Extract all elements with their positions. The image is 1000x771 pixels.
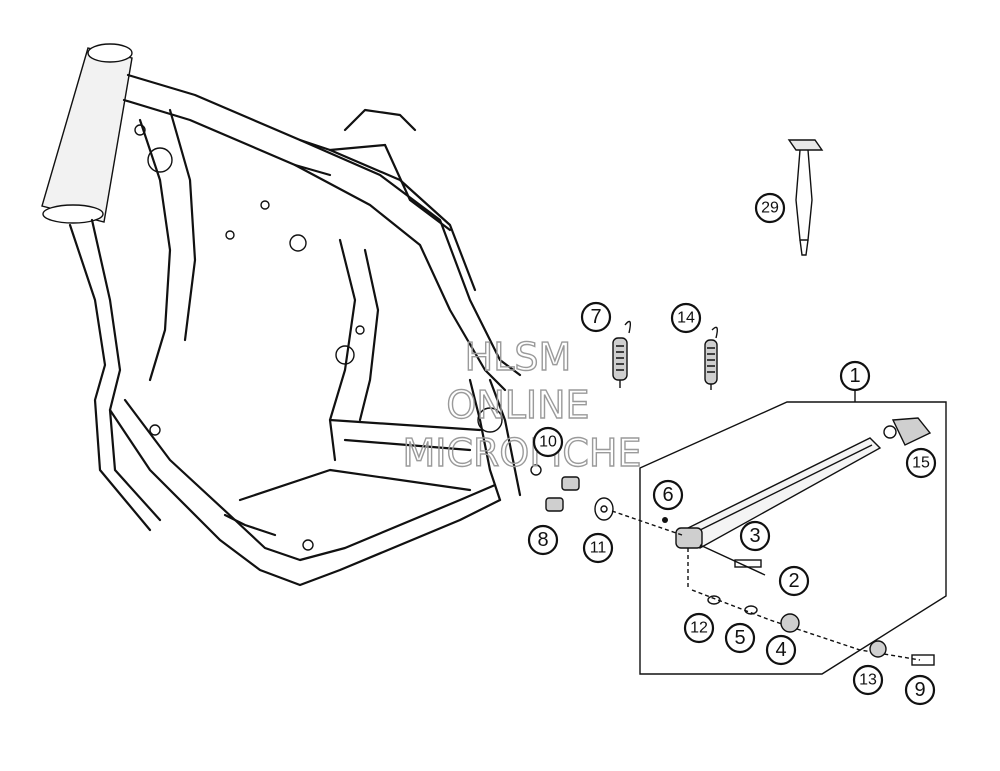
svg-text:5: 5 <box>734 627 745 649</box>
svg-text:29: 29 <box>761 200 779 217</box>
callout-5: 5 <box>724 622 756 654</box>
svg-text:14: 14 <box>677 310 695 327</box>
callout-3: 3 <box>739 520 771 552</box>
part-10-clip <box>530 464 542 476</box>
callout-2: 2 <box>778 565 810 597</box>
spring-14 <box>704 326 719 390</box>
watermark-line3: MICROFICHE <box>402 431 641 475</box>
watermark-line1: HLSM <box>465 335 572 379</box>
callout-8: 8 <box>527 524 559 556</box>
svg-text:9: 9 <box>914 679 925 701</box>
svg-text:13: 13 <box>859 672 877 689</box>
side-stand-assembly <box>611 390 947 675</box>
callout-9: 9 <box>904 674 936 706</box>
callout-10: 10 <box>532 426 564 458</box>
callout-4: 4 <box>765 634 797 666</box>
svg-text:2: 2 <box>788 570 799 592</box>
part-29-tool <box>787 139 824 256</box>
svg-text:7: 7 <box>590 306 601 328</box>
spring-7 <box>612 320 632 388</box>
callout-12: 12 <box>683 612 715 644</box>
svg-text:12: 12 <box>690 620 708 637</box>
callout-15: 15 <box>905 447 937 479</box>
svg-text:10: 10 <box>539 434 557 451</box>
callout-6: 6 <box>652 479 684 511</box>
callout-29: 29 <box>754 192 786 224</box>
watermark-line2: ONLINE <box>446 383 589 427</box>
svg-text:6: 6 <box>662 484 673 506</box>
callout-7: 7 <box>580 301 612 333</box>
svg-text:15: 15 <box>912 455 930 472</box>
svg-text:11: 11 <box>590 540 607 557</box>
svg-text:1: 1 <box>849 365 860 387</box>
watermark: HLSM ONLINE MICROFICHE <box>402 334 642 475</box>
svg-text:4: 4 <box>775 639 786 661</box>
callout-11: 11 <box>582 532 614 564</box>
svg-text:3: 3 <box>749 525 760 547</box>
part-8-bolt <box>545 476 580 512</box>
motorcycle-frame <box>41 43 522 587</box>
part-11-washer <box>594 497 614 521</box>
svg-text:8: 8 <box>537 529 548 551</box>
callout-13: 13 <box>852 664 884 696</box>
callout-14: 14 <box>670 302 702 334</box>
head-tube <box>41 43 133 224</box>
callout-1: 1 <box>839 360 871 392</box>
